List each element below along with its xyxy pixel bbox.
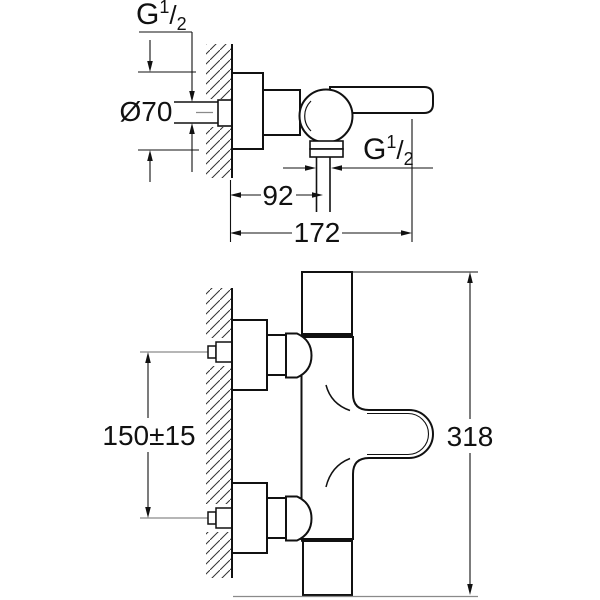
- bottom-dimension-arrows: [145, 272, 473, 595]
- wall-hatch: [206, 288, 232, 578]
- outlet-pipe: [315, 157, 331, 212]
- wall-to-outlet-dim-label: 92: [262, 180, 293, 211]
- wall-connection-lower: [231, 482, 313, 554]
- connector-upper: [266, 334, 287, 376]
- spout-inner-outline: [367, 412, 430, 456]
- top-dimension-arrows: [147, 61, 412, 236]
- top-dimension-lines: [138, 31, 433, 242]
- escutcheon-upper: [231, 319, 268, 391]
- valve-body-shading-arc: [304, 100, 312, 132]
- escutcheon-lower: [231, 482, 268, 554]
- outlet-spout-rings: [309, 140, 344, 158]
- outlet-thread-label: G1/2: [363, 132, 414, 169]
- wall-to-lever-end-dim-label: 172: [294, 217, 341, 248]
- connector-lower: [266, 497, 287, 539]
- bottom-dimension-lines: [147, 271, 478, 584]
- union-nut-lower: [285, 495, 313, 542]
- pipe-union-nut: [217, 99, 234, 127]
- bottom-drawing: 150±15 318: [102, 271, 494, 598]
- escutcheon-diameter-label: Ø70: [120, 96, 173, 127]
- spout-fillet-shading-upper: [325, 384, 351, 412]
- pipe-stub-upper: [207, 345, 217, 359]
- supply-pipe: [174, 101, 218, 124]
- union-nut-upper: [285, 332, 313, 379]
- lever-handle: [329, 86, 434, 114]
- body-top-cap: [301, 271, 353, 335]
- spout-fillet-shading-lower: [325, 457, 351, 488]
- body-bottom-cap: [302, 540, 353, 596]
- pipe-stub-lower: [207, 511, 217, 525]
- wall-thread-label: G1/2: [136, 0, 187, 34]
- overall-height-dim-label: 318: [447, 421, 494, 452]
- top-drawing: G1/2 Ø70 92 172 G1/2: [120, 0, 434, 248]
- body-connector: [262, 89, 301, 136]
- connection-spacing-dim-label: 150±15: [102, 420, 195, 451]
- valve-body-circle: [298, 88, 354, 144]
- escutcheon: [231, 72, 264, 150]
- thermostat-body: [300, 336, 434, 540]
- wall-connection-upper: [231, 319, 313, 391]
